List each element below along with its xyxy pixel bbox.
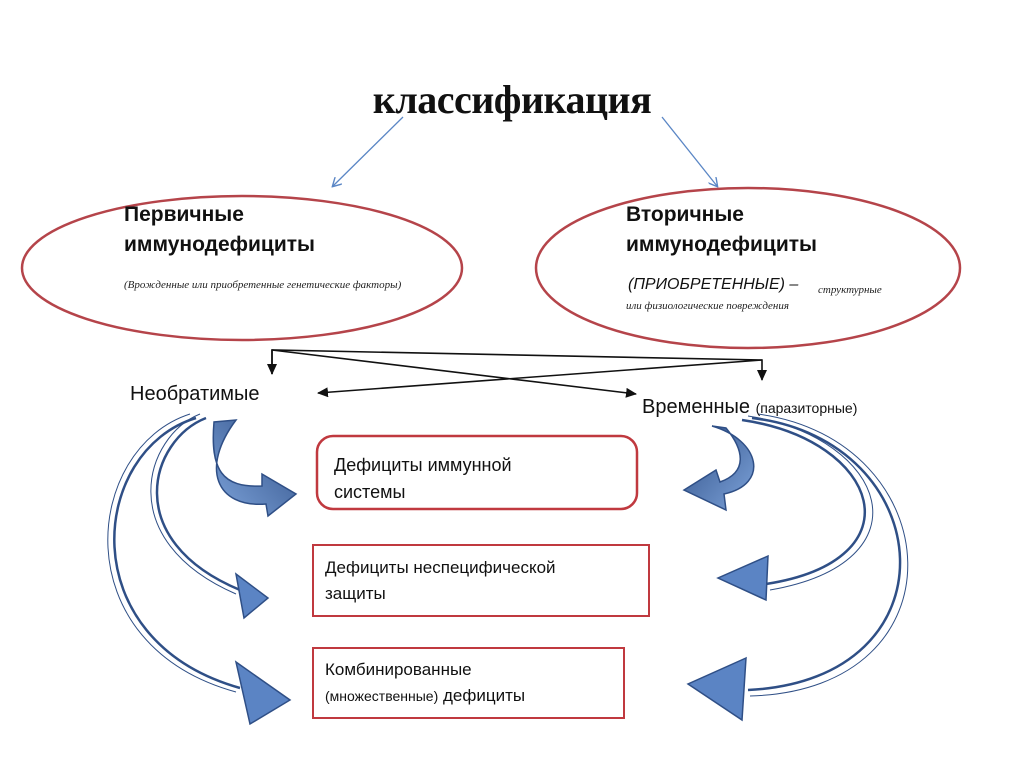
box-nonspecific-line2: защиты — [325, 584, 386, 603]
connector-cross-to-temporary — [271, 349, 637, 398]
connector-title-to-primary — [333, 116, 404, 186]
curve-left-to-combined-2 — [107, 413, 237, 693]
curve-right-to-combined-2 — [749, 413, 909, 697]
branch-temporary-label: Временные — [642, 396, 751, 418]
curve-left-to-nonspecific-2 — [150, 413, 237, 595]
connector-cross-to-irreversible — [317, 359, 763, 398]
secondary-note-inline: структурные — [818, 284, 882, 296]
box-immune-text: Дефициты иммунной системы — [334, 452, 512, 506]
curved-arrow-right-to-immune — [682, 425, 755, 512]
box-combined-line2-rest: дефициты — [438, 686, 526, 705]
curved-arrow-left-to-immune — [212, 419, 298, 518]
box-combined-line2: (множественные) дефициты — [325, 683, 525, 709]
box-nonspecific-defense — [312, 544, 650, 617]
primary-heading: Первичные иммунодефициты — [124, 200, 315, 260]
branch-irreversible: Необратимые — [130, 383, 260, 405]
primary-heading-line2: иммунодефициты — [124, 233, 315, 256]
arrowhead-right-nonspecific — [716, 554, 769, 602]
branch-temporary: Временные (паразиторные) — [642, 396, 857, 419]
box-combined-line1: Комбинированные — [325, 660, 472, 679]
box-immune-line1: Дефициты иммунной — [334, 455, 512, 475]
primary-oval — [20, 194, 464, 342]
arrowhead-left-nonspecific — [234, 572, 270, 620]
box-immune-system — [315, 434, 639, 511]
branch-temporary-note: (паразиторные) — [755, 400, 858, 416]
secondary-oval — [534, 186, 962, 350]
connector-title-to-secondary — [661, 116, 717, 186]
primary-note: (Врожденные или приобретенные генетическ… — [124, 279, 402, 291]
box-combined-deficits — [312, 647, 625, 719]
secondary-heading-line1: Вторичные — [626, 203, 744, 226]
secondary-heading-line2: иммунодефициты — [626, 233, 817, 256]
curve-left-to-nonspecific — [155, 416, 241, 592]
box-nonspecific-text: Дефициты неспецифической защиты — [325, 555, 556, 607]
box-combined-text: Комбинированные (множественные) дефициты — [325, 657, 525, 709]
secondary-note-tail: или физиологические повреждения — [626, 300, 790, 312]
curve-right-to-combined — [747, 416, 902, 692]
arrowhead-left-combined — [234, 660, 292, 726]
primary-heading-line1: Первичные — [124, 203, 244, 226]
secondary-note-main: (ПРИОБРЕТЕННЫЕ) – — [628, 276, 799, 293]
diagram-title: классификация — [372, 77, 652, 122]
arrowhead-right-combined — [686, 656, 747, 722]
secondary-heading: Вторичные иммунодефициты — [626, 200, 817, 260]
curve-left-to-combined — [113, 416, 241, 690]
box-combined-line2-small: (множественные) — [325, 688, 439, 704]
box-immune-line2: системы — [334, 482, 406, 502]
curve-right-to-nonspecific — [741, 418, 866, 586]
box-nonspecific-line1: Дефициты неспецифической — [325, 558, 556, 577]
